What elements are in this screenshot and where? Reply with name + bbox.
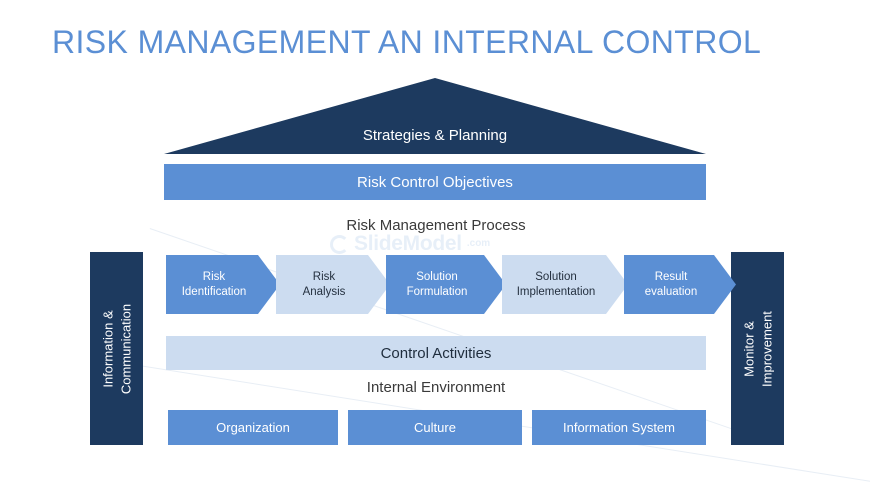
process-step-risk-analysis[interactable]: Risk Analysis xyxy=(276,255,390,314)
environment-box-information-system[interactable]: Information System xyxy=(532,410,706,445)
watermark-text: SlideModel xyxy=(354,232,462,255)
process-step-2-line2: Analysis xyxy=(302,285,346,298)
process-step-5-line2: evaluation xyxy=(644,285,698,298)
pillar-right-line1: Monitor & xyxy=(740,320,756,377)
process-step-5-label: Result evaluation xyxy=(645,270,715,300)
process-step-solution-formulation[interactable]: Solution Formulation xyxy=(386,255,506,314)
internal-environment-caption: Internal Environment xyxy=(366,379,506,396)
pillar-left-text: Information & Communication xyxy=(99,254,134,444)
environment-box-3-label: Information System xyxy=(563,420,675,435)
process-step-2-line1: Risk xyxy=(312,270,336,283)
environment-box-1-label: Organization xyxy=(216,420,290,435)
process-step-5-line1: Result xyxy=(654,270,688,283)
slidemodel-watermark: SlideModel .com xyxy=(330,232,490,256)
environment-box-culture[interactable]: Culture xyxy=(348,410,522,445)
process-step-1-label: Risk Identification xyxy=(182,270,265,300)
process-step-risk-identification[interactable]: Risk Identification xyxy=(166,255,280,314)
process-step-4-line1: Solution xyxy=(535,270,577,283)
page-title: RISK MANAGEMENT AN INTERNAL CONTROL xyxy=(52,24,762,60)
strategies-planning-roof[interactable]: Strategies & Planning xyxy=(164,78,706,154)
risk-control-objectives-label: Risk Control Objectives xyxy=(357,173,513,191)
pillar-left-line2: Communication xyxy=(117,303,133,394)
process-step-4-label: Solution Implementation xyxy=(517,270,614,300)
watermark-tld: .com xyxy=(466,238,491,249)
process-step-solution-implementation[interactable]: Solution Implementation xyxy=(502,255,628,314)
process-step-result-evaluation[interactable]: Result evaluation xyxy=(624,255,736,314)
process-arrow-row: Risk Identification Risk Analysis Soluti… xyxy=(166,255,706,314)
pillar-right-line2: Improvement xyxy=(758,310,774,387)
pillar-right-text: Monitor & Improvement xyxy=(740,254,775,444)
roof-label: Strategies & Planning xyxy=(362,127,508,144)
control-activities-label: Control Activities xyxy=(380,344,492,362)
pillar-information-communication[interactable]: Information & Communication xyxy=(90,252,143,445)
risk-control-objectives-bar[interactable]: Risk Control Objectives xyxy=(164,164,706,200)
pillar-monitor-improvement[interactable]: Monitor & Improvement xyxy=(731,252,784,445)
process-step-1-line1: Risk xyxy=(202,270,226,283)
process-step-3-label: Solution Formulation xyxy=(407,270,486,300)
process-step-4-line2: Implementation xyxy=(516,285,596,298)
risk-management-process-caption: Risk Management Process xyxy=(346,217,526,234)
environment-box-2-label: Culture xyxy=(414,420,456,435)
environment-box-organization[interactable]: Organization xyxy=(168,410,338,445)
watermark-logo-icon xyxy=(330,234,349,254)
process-step-1-line2: Identification xyxy=(181,285,247,298)
process-step-3-line1: Solution xyxy=(416,270,458,283)
pillar-left-line1: Information & xyxy=(99,309,115,388)
process-step-2-label: Risk Analysis xyxy=(303,270,364,300)
control-activities-bar[interactable]: Control Activities xyxy=(166,336,706,370)
process-step-3-line2: Formulation xyxy=(406,285,468,298)
